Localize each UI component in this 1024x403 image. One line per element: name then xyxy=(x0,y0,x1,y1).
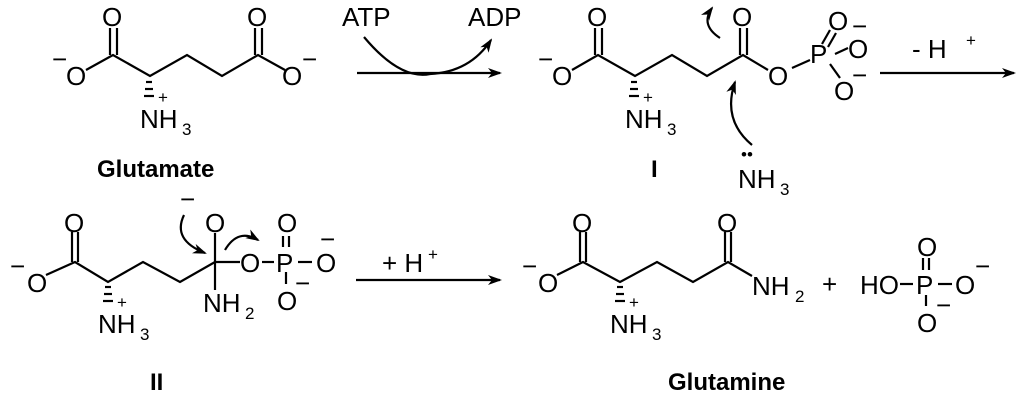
deprotonation-arrow: - H + xyxy=(880,31,1016,78)
atom-o: O xyxy=(66,61,86,91)
plus-sign: + xyxy=(822,269,837,299)
atom-o: O xyxy=(834,76,854,106)
atom-o: O xyxy=(277,286,297,316)
glutamine-molecule: O − O O NH 2 + NH 3 Glutamine xyxy=(522,208,804,396)
atom-o: O xyxy=(732,2,752,32)
intermediate-ii-molecule: O − O O − O P O O − O − NH 2 + NH 3 II xyxy=(10,184,336,396)
phosphate-molecule: HO P O O − O − xyxy=(860,232,990,338)
atom-p: P xyxy=(916,270,933,300)
charge: − xyxy=(10,251,25,281)
atom-o: O xyxy=(828,6,848,36)
charge: + xyxy=(158,88,168,107)
ammonium: NH xyxy=(98,309,136,339)
subscript: 3 xyxy=(182,120,191,139)
charge: − xyxy=(295,268,310,298)
intermediate-ii-label: II xyxy=(150,369,163,396)
atom-p: P xyxy=(276,248,293,278)
amine: NH xyxy=(203,288,241,318)
charge: + xyxy=(117,293,127,312)
atom-o: O xyxy=(64,208,84,238)
atom-o: O xyxy=(27,268,47,298)
intermediate-i-molecule: O − O O O P O O − O − + NH 3 •• NH 3 I xyxy=(538,2,868,199)
subscript: 3 xyxy=(652,325,661,344)
charge: − xyxy=(52,44,67,74)
ammonium: NH xyxy=(625,104,663,134)
subscript: 3 xyxy=(667,120,676,139)
adp-label: ADP xyxy=(468,2,521,32)
minus-h-label: - H xyxy=(912,34,947,64)
atom-o: O xyxy=(282,61,302,91)
atom-p: P xyxy=(810,39,827,69)
atp-label: ATP xyxy=(342,2,391,32)
hashed-bond xyxy=(144,80,154,98)
charge: − xyxy=(538,44,553,74)
subscript: 2 xyxy=(245,304,254,323)
atom-o: O xyxy=(768,61,788,91)
charge: + xyxy=(428,245,438,264)
hashed-bond xyxy=(103,285,113,303)
curved-arrow xyxy=(179,214,207,255)
subscript: 2 xyxy=(795,287,804,306)
atp-reaction-arrow: ATP ADP xyxy=(342,2,521,78)
ammonium: NH xyxy=(610,309,648,339)
atom-o: O xyxy=(572,208,592,238)
hashed-bond xyxy=(615,285,625,303)
atom-o: O xyxy=(955,270,975,300)
atom-o: O xyxy=(247,2,267,32)
atom-o: O xyxy=(538,268,558,298)
plus-h-label: + H xyxy=(382,248,423,278)
charge: + xyxy=(629,293,639,312)
glutamate-label: Glutamate xyxy=(97,156,214,183)
charge: + xyxy=(966,31,976,50)
curved-arrow xyxy=(726,80,753,146)
atom-o: O xyxy=(917,232,937,262)
charge: − xyxy=(975,251,990,281)
protonation-arrow: + H + xyxy=(356,245,502,285)
atom-o: O xyxy=(848,34,868,64)
glutamine-label: Glutamine xyxy=(668,369,785,396)
charge: − xyxy=(180,184,195,214)
ammonium: NH xyxy=(140,104,178,134)
atom-o: O xyxy=(205,208,225,238)
atom-o: O xyxy=(316,248,336,278)
charge: − xyxy=(522,251,537,281)
charge: − xyxy=(320,224,335,254)
lone-pair: •• xyxy=(741,145,753,164)
charge: + xyxy=(643,88,653,107)
hydroxyl: HO xyxy=(860,270,899,300)
subscript: 3 xyxy=(140,325,149,344)
charge: − xyxy=(936,290,951,320)
ammonia: NH xyxy=(738,164,776,194)
curved-arrow xyxy=(700,6,721,39)
curved-arrow xyxy=(224,229,260,251)
charge: − xyxy=(302,44,317,74)
charge: − xyxy=(852,11,867,41)
glutamate-molecule: O − O O O − + NH 3 Glutamate xyxy=(52,2,317,183)
hashed-bond xyxy=(629,80,639,98)
atom-o: O xyxy=(240,248,260,278)
charge: − xyxy=(852,60,867,90)
subscript: 3 xyxy=(780,180,789,199)
atom-o: O xyxy=(552,61,572,91)
atom-o: O xyxy=(717,208,737,238)
atom-o: O xyxy=(587,2,607,32)
amide-nh2: NH xyxy=(752,271,790,301)
intermediate-i-label: I xyxy=(651,156,658,183)
atom-o: O xyxy=(917,308,937,338)
atom-o: O xyxy=(102,2,122,32)
atom-o: O xyxy=(277,208,297,238)
